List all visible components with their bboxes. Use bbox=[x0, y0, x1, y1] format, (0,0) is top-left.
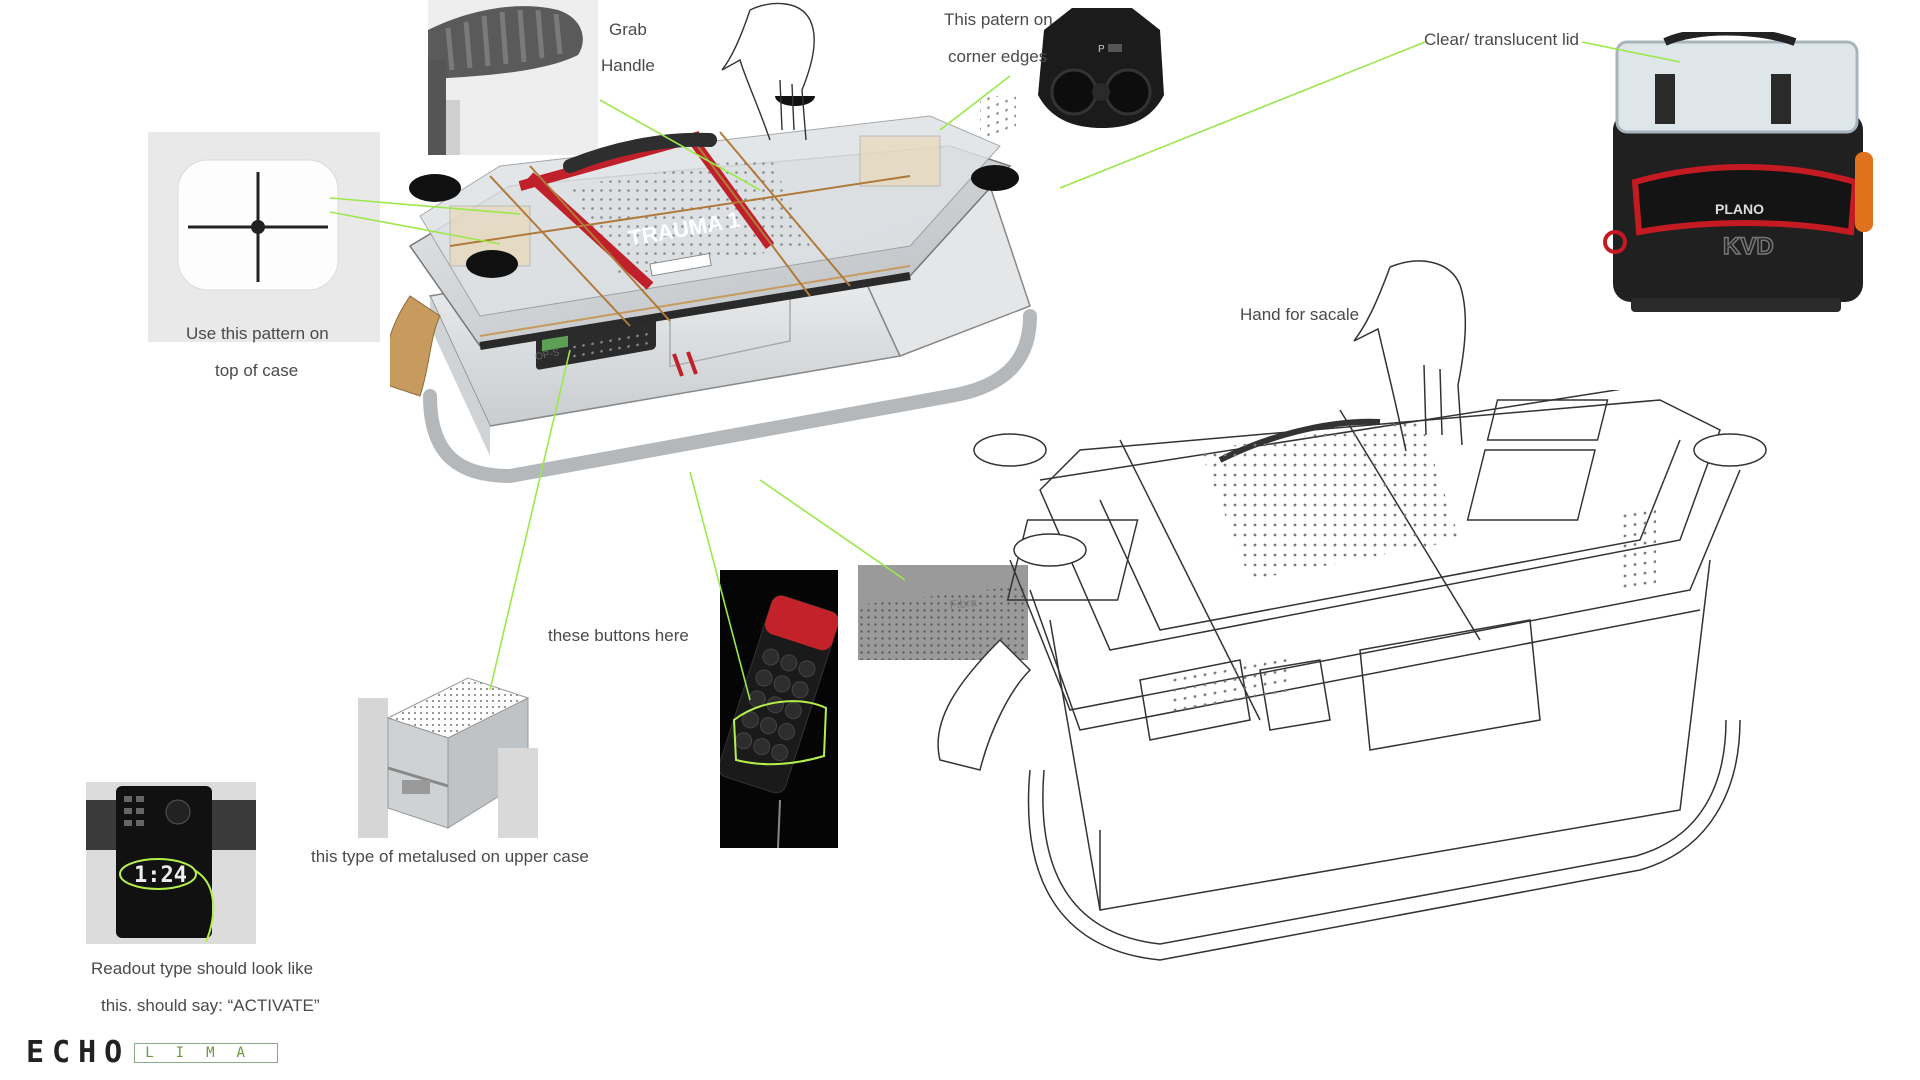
top-pattern-label-line1: Use this pattern on bbox=[186, 324, 329, 343]
case-render: TRAUMA 1 OP-S bbox=[390, 96, 1037, 484]
readout-label-line1: Readout type should look like bbox=[91, 959, 314, 978]
grab-handle-reference-photo bbox=[428, 0, 598, 155]
clear-lid-label: Clear/ translucent lid bbox=[1424, 30, 1579, 49]
hand-scale-label: Hand for sacale bbox=[1240, 305, 1360, 324]
perf-brand-label: Fibra bbox=[949, 595, 978, 612]
readout-device-reference-photo: 1:24 bbox=[86, 782, 256, 944]
top-pattern-reference-photo bbox=[148, 132, 380, 342]
clock-readout: 1:24 bbox=[134, 863, 187, 888]
metal-trays-reference-photo bbox=[358, 668, 538, 843]
readout-label-line2: this. should say: “ACTIVATE” bbox=[101, 996, 320, 1015]
bag-brand-label: PLANO bbox=[1715, 201, 1764, 217]
brand-logo: ECHO LIMA bbox=[26, 1035, 278, 1070]
corner-pattern-label-line2: corner edges bbox=[948, 47, 1048, 66]
keypad-reference-photo bbox=[720, 570, 838, 848]
grab-handle-label-line1: Grab bbox=[609, 20, 647, 39]
hand-sketch-top bbox=[721, 2, 815, 141]
speaker-label: P bbox=[1098, 44, 1105, 55]
plano-bag-reference-photo: PLANO KVD bbox=[1555, 32, 1917, 330]
grab-handle-label-line2: Handle bbox=[601, 56, 655, 75]
buttons-label: these buttons here bbox=[548, 626, 689, 645]
metal-label: this type of metalused on upper case bbox=[311, 847, 589, 866]
hand-sketch-scale bbox=[1353, 260, 1467, 452]
case-line-drawing bbox=[937, 390, 1767, 961]
brand-secondary: LIMA bbox=[134, 1043, 278, 1063]
brand-primary: ECHO bbox=[26, 1035, 131, 1070]
top-pattern-label-line2: top of case bbox=[215, 361, 299, 380]
bag-model-label: KVD bbox=[1723, 233, 1774, 260]
corner-pattern-label-line1: This patern on bbox=[944, 10, 1053, 29]
